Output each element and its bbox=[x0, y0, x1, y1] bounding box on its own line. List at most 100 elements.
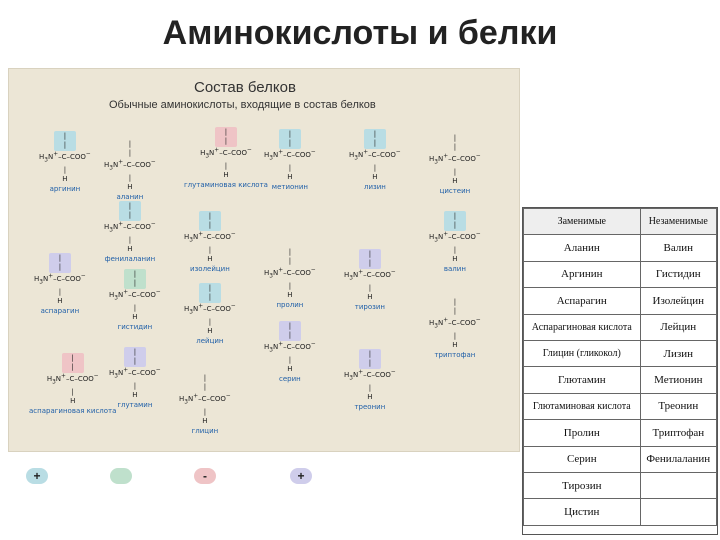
amino-acid-name: треонин bbox=[354, 402, 386, 411]
amino-acid-name: цистеин bbox=[439, 186, 471, 195]
cell-replaceable: Аланин bbox=[523, 234, 641, 262]
table-header-row: Заменимые Незаменимые bbox=[523, 207, 718, 236]
cell-replaceable: Цистин bbox=[523, 498, 641, 526]
cell-essential: Фенилаланин bbox=[639, 445, 718, 473]
amino-acid-name: глутаминовая кислота bbox=[184, 180, 268, 189]
amino-acid-name: фенилаланин bbox=[104, 254, 156, 263]
structural-formula: | | H3N+–C–COO−|H bbox=[429, 298, 481, 349]
structural-formula: | | H3N+–C–COO−|H bbox=[429, 134, 481, 185]
cell-essential: Триптофан bbox=[639, 419, 718, 447]
structural-formula: | | H3N+–C–COO−|H bbox=[264, 321, 316, 373]
panel-subheading: Обычные аминокислоты, входящие в состав … bbox=[109, 99, 376, 111]
cell-essential: Треонин bbox=[639, 392, 718, 421]
table-row: Цистин bbox=[523, 498, 718, 526]
cell-essential: Лейцин bbox=[639, 313, 718, 341]
structural-formula: | | H3N+–C–COO−|H bbox=[46, 353, 99, 405]
structural-formula: | | H3N+–C–COO−|H bbox=[264, 248, 316, 299]
amino-acid-name: лизин bbox=[363, 182, 386, 191]
header-essential: Незаменимые bbox=[639, 207, 718, 236]
page-title: Аминокислоты и белки bbox=[162, 14, 558, 52]
cell-essential: Изолейцин bbox=[639, 287, 718, 315]
cell-essential: Гистидин bbox=[639, 260, 718, 289]
amino-acid-name: аспарагиновая кислота bbox=[29, 406, 117, 415]
amino-acid-name: гистидин bbox=[117, 322, 153, 331]
structural-formula: | | H3N+–C–COO−|H bbox=[109, 347, 161, 399]
cell-replaceable: Аспарагиновая кислота bbox=[523, 313, 641, 341]
amino-acid-name: серин bbox=[279, 374, 301, 383]
panel-heading: Состав белков bbox=[194, 79, 296, 96]
structural-formula: | | H3N+–C–COO−|H bbox=[344, 349, 396, 401]
structural-formula: | | H3N+–C–COO−|H bbox=[104, 140, 156, 191]
table-row: Тирозин bbox=[523, 471, 718, 500]
cell-replaceable: Пролин bbox=[523, 419, 641, 447]
charge-chip: + bbox=[26, 468, 48, 484]
charge-chip bbox=[110, 468, 132, 484]
table-frame bbox=[522, 207, 718, 535]
cell-replaceable: Серин bbox=[523, 445, 641, 473]
structural-formula: | | H3N+–C–COO−|H bbox=[179, 374, 231, 425]
structural-formula: | | H3N+–C–COO−|H bbox=[34, 253, 86, 305]
amino-acid-name: аспарагин bbox=[40, 306, 80, 315]
cell-replaceable: Глютамин bbox=[523, 366, 641, 394]
structural-formula: | | H3N+–C–COO−|H bbox=[104, 201, 156, 253]
amino-acid-name: глицин bbox=[191, 426, 219, 435]
structural-formula: | | H3N+–C–COO−|H bbox=[349, 129, 401, 181]
structural-formula: | | H3N+–C–COO−|H bbox=[39, 131, 91, 183]
structural-formula: | | H3N+–C–COO−|H bbox=[344, 249, 396, 301]
cell-essential: Лизин bbox=[639, 339, 718, 368]
amino-acid-name: метионин bbox=[271, 182, 308, 191]
cell-essential: Метионин bbox=[639, 366, 718, 394]
charge-chip: + bbox=[290, 468, 312, 484]
amino-acid-name: триптофан bbox=[434, 350, 476, 359]
cell-essential bbox=[639, 498, 718, 526]
amino-acid-name: лейцин bbox=[196, 336, 224, 345]
structural-formula: | | H3N+–C–COO−|H bbox=[109, 269, 161, 321]
amino-acid-name: глутамин bbox=[117, 400, 153, 409]
structural-formula: | | H3N+–C–COO−|H bbox=[200, 127, 252, 179]
charge-chip: - bbox=[194, 468, 216, 484]
structural-formula: | | H3N+–C–COO−|H bbox=[184, 283, 236, 335]
cell-replaceable: Глютаминовая кислота bbox=[523, 392, 641, 421]
amino-acid-name: изолейцин bbox=[190, 264, 230, 273]
cell-replaceable: Тирозин bbox=[523, 471, 641, 500]
cell-essential bbox=[639, 471, 718, 500]
structural-formula: | | H3N+–C–COO−|H bbox=[184, 211, 236, 263]
structural-formula: | | H3N+–C–COO−|H bbox=[264, 129, 316, 181]
amino-acid-panel: Состав белков Обычные аминокислоты, вход… bbox=[8, 68, 520, 452]
amino-acid-name: аланин bbox=[116, 192, 144, 201]
cell-replaceable: Аспарагин bbox=[523, 287, 641, 315]
amino-acid-name: аргинин bbox=[49, 184, 81, 193]
cell-essential: Валин bbox=[639, 234, 718, 262]
cell-replaceable: Аргинин bbox=[523, 260, 641, 289]
cell-replaceable: Глицин (гликокол) bbox=[523, 339, 641, 368]
